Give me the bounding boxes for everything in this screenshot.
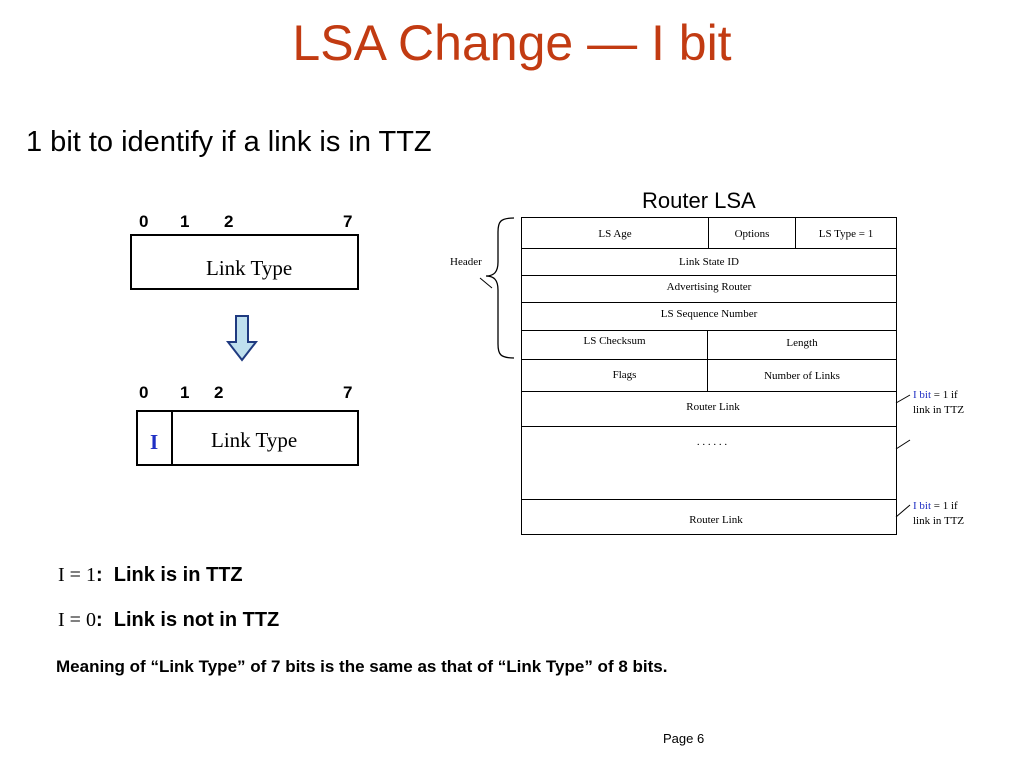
i-bit-divider (171, 412, 173, 464)
i-bit-note-2: I bit = 1 if link in TTZ (913, 500, 965, 527)
bit-label-7: 7 (343, 212, 353, 231)
router-lsa-table: LS Age Options LS Type = 1 Link State ID… (521, 217, 897, 535)
legend-line-2: I = 0: Link is not in TTZ (58, 609, 280, 631)
bit-label-0: 0 (139, 383, 149, 402)
legend-line-1: I = 1: Link is in TTZ (58, 564, 243, 586)
down-arrow-icon (226, 315, 258, 362)
note-text: Meaning of “Link Type” of 7 bits is the … (56, 657, 668, 676)
header-label: Header (450, 256, 482, 268)
router-lsa-title: Router LSA (642, 188, 756, 213)
link-type-label: Link Type (211, 428, 298, 452)
bit-label-7: 7 (343, 383, 353, 402)
length-cell: Length (786, 337, 818, 349)
legend-expr-2: I = 0 (58, 609, 96, 631)
legend-text-1: Link is in TTZ (113, 564, 243, 586)
ls-checksum-cell: LS Checksum (583, 335, 646, 347)
page-number: Page 6 (663, 731, 705, 746)
legend-expr-1: I = 1 (58, 564, 96, 586)
advertising-router-cell: Advertising Router (666, 281, 752, 293)
bit-label-1: 1 (180, 212, 190, 231)
bit-label-0: 0 (139, 212, 149, 231)
legend-text-2: Link is not in TTZ (113, 609, 280, 631)
link-state-id-cell: Link State ID (679, 256, 739, 268)
ls-type-cell: LS Type = 1 (818, 228, 874, 240)
callout-lines (895, 394, 911, 518)
bit-label-2: 2 (214, 383, 224, 402)
link-type-label: Link Type (206, 256, 293, 280)
router-link-cell-2: Router Link (689, 514, 743, 526)
bit-label-2: 2 (224, 212, 234, 231)
router-link-cell-1: Router Link (686, 401, 740, 413)
slide-title: LSA Change — I bit (292, 15, 732, 71)
i-bit-note-1: I bit = 1 if link in TTZ (913, 389, 965, 416)
number-of-links-cell: Number of Links (764, 370, 840, 382)
link-type-field-8bit: Link Type (130, 234, 359, 290)
ls-age-cell: LS Age (598, 228, 632, 240)
options-cell: Options (734, 228, 770, 240)
i-bit-label: I (150, 430, 159, 454)
header-brace (479, 217, 515, 359)
link-type-field-7bit: I Link Type (136, 410, 359, 466)
slide-subtitle: 1 bit to identify if a link is in TTZ (26, 126, 432, 158)
flags-cell: Flags (612, 369, 637, 381)
ellipsis-cell: . . . . . . (696, 436, 728, 448)
bit-label-1: 1 (180, 383, 190, 402)
ls-sequence-number-cell: LS Sequence Number (660, 308, 758, 320)
